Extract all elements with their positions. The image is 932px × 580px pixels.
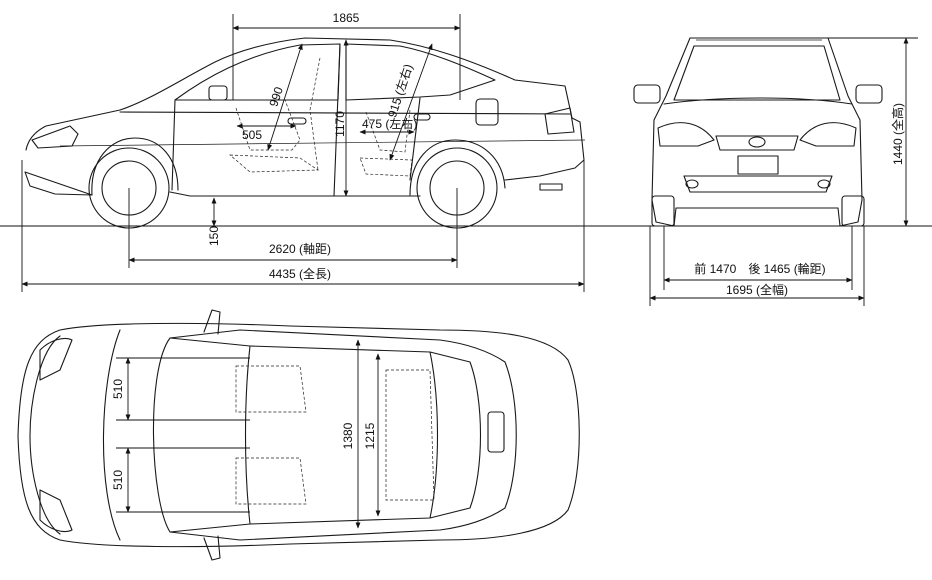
top-view: 510 510 1380 1215	[17, 309, 580, 561]
side-taillight	[544, 107, 575, 135]
dim-990-line	[267, 43, 303, 151]
dim-915-line	[389, 43, 433, 161]
dim-510b-label: 510	[111, 470, 125, 490]
top-roof	[249, 345, 439, 525]
dim-2620-label: 2620 (軸距)	[269, 242, 331, 256]
side-b-pillar	[333, 43, 341, 197]
dim-1865-label: 1865	[333, 11, 360, 25]
top-front-right-seat	[235, 457, 307, 505]
dim-150-label: 150	[207, 226, 221, 246]
top-rear-window	[429, 351, 481, 519]
dim-990-label: 990	[266, 85, 286, 109]
side-mirror	[208, 85, 228, 101]
dim-475-label: 475 (左右)	[362, 116, 417, 131]
dim-track-label: 前 1470 後 1465 (輪距)	[694, 261, 825, 276]
front-lower-intake	[683, 175, 833, 193]
front-left-headlight	[657, 122, 715, 147]
top-right-headlight	[39, 489, 73, 533]
front-emblem	[748, 136, 766, 148]
front-left-tire	[651, 195, 675, 227]
top-left-headlight	[39, 337, 73, 381]
top-front-left-seat	[235, 365, 307, 413]
front-view: 1440 (全高) 前 1470 後 1465 (輪距) 1695 (全幅)	[598, 37, 932, 306]
top-body-outline	[17, 322, 580, 548]
side-front-arch	[91, 137, 179, 196]
dim-4435-label: 4435 (全長)	[269, 266, 331, 281]
top-right-mirror	[203, 535, 221, 561]
side-windows	[174, 43, 496, 101]
top-left-mirror	[203, 309, 221, 335]
side-rear-arch	[409, 139, 506, 196]
front-grille	[715, 135, 799, 151]
front-windshield	[673, 45, 841, 101]
top-hood	[29, 329, 121, 541]
side-body-outline	[24, 37, 585, 197]
front-left-foglight	[685, 179, 699, 189]
top-greenhouse	[152, 329, 517, 541]
front-hood-line	[663, 97, 853, 105]
dim-1440-label: 1440 (全高)	[890, 103, 905, 165]
side-view: 1865 990 915 (左右) 505 1170 475 (左右) 150 …	[0, 11, 600, 292]
front-left-mirror	[633, 84, 661, 104]
top-trunk-lid	[487, 411, 505, 453]
dim-505-label: 505	[242, 128, 262, 142]
front-right-tire	[841, 195, 865, 227]
side-headlight	[31, 125, 79, 149]
front-license-plate	[737, 155, 779, 175]
dim-1380-label: 1380	[341, 422, 355, 449]
side-character-line	[59, 139, 586, 147]
front-right-foglight	[817, 179, 831, 189]
front-right-headlight	[799, 122, 857, 147]
side-fuel-lid	[475, 98, 499, 126]
front-right-mirror	[855, 84, 883, 104]
dim-915-label: 915 (左右)	[384, 62, 415, 119]
side-door-handle-front	[287, 117, 307, 125]
top-windshield	[169, 337, 251, 533]
top-rear-bench	[385, 369, 435, 501]
dim-1170-label: 1170	[333, 111, 347, 137]
side-front-occupant	[309, 57, 321, 171]
dim-1215-label: 1215	[363, 422, 377, 449]
side-exhaust	[539, 183, 563, 191]
dim-510a-label: 510	[111, 379, 125, 399]
dim-1695-label: 1695 (全幅)	[726, 282, 788, 297]
